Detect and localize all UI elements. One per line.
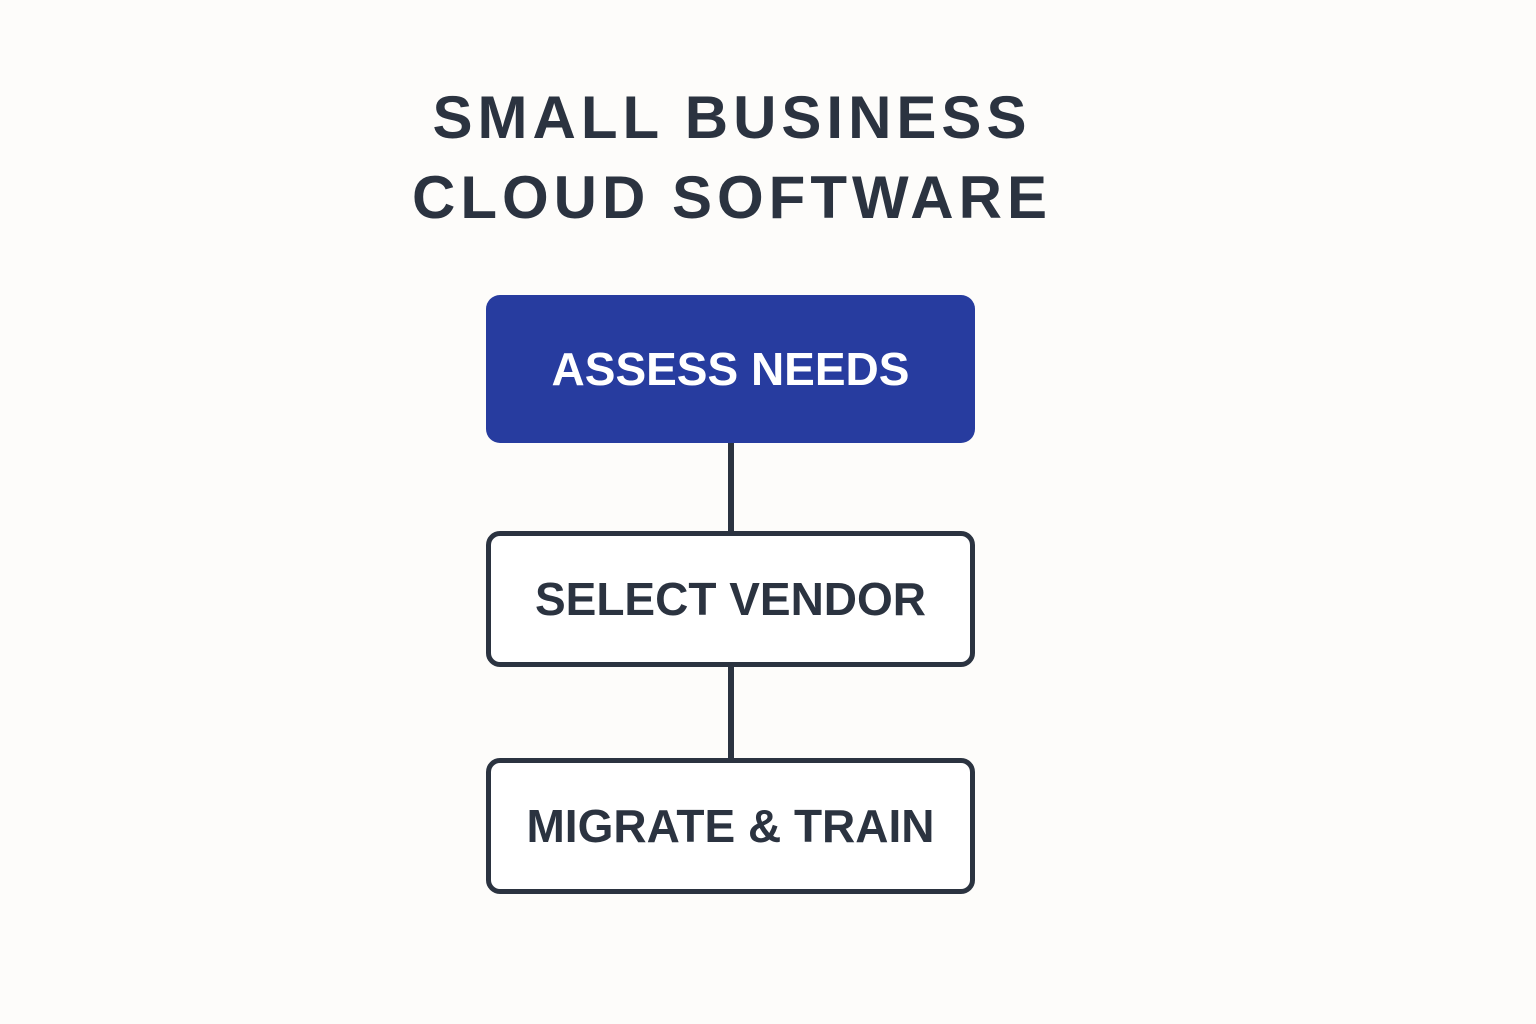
step-label: SELECT VENDOR bbox=[534, 573, 927, 625]
connector bbox=[728, 443, 734, 531]
title-line-1: SMALL BUSINESS bbox=[432, 84, 1032, 151]
step-assess-needs: ASSESS NEEDS bbox=[486, 295, 975, 443]
step-migrate-train: MIGRATE & TRAIN bbox=[486, 758, 975, 894]
step-label: ASSESS NEEDS bbox=[551, 343, 910, 395]
title-line-2: CLOUD SOFTWARE bbox=[412, 164, 1052, 231]
connector bbox=[728, 667, 734, 758]
step-select-vendor: SELECT VENDOR bbox=[486, 531, 975, 667]
step-label: MIGRATE & TRAIN bbox=[526, 800, 935, 852]
